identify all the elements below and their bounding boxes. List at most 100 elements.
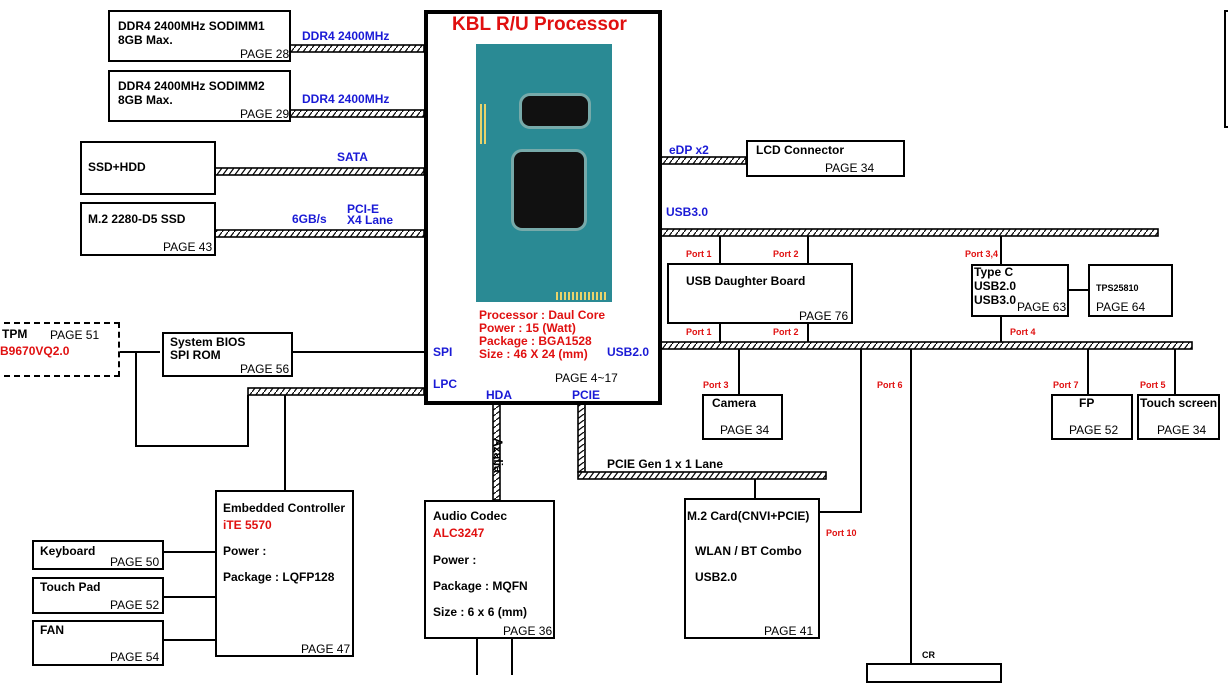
typec-page: PAGE 63 xyxy=(1017,300,1067,314)
processor-spec-type: Processor : Daul Core xyxy=(479,308,606,322)
bus-sata xyxy=(214,167,425,176)
fan-block[interactable] xyxy=(32,620,164,666)
bus-usb3 xyxy=(660,228,1159,237)
wire-m2-usb xyxy=(820,349,862,513)
bios-page: PAGE 56 xyxy=(240,362,290,376)
keyboard-block[interactable] xyxy=(32,540,164,570)
m2-card-title: M.2 Card(CNVI+PCIE) xyxy=(687,509,810,523)
bus-label-sata: SATA xyxy=(337,150,368,164)
port-label-usb2-4: Port 4 xyxy=(1010,327,1036,337)
bios-block[interactable] xyxy=(162,332,293,377)
touchpad-block[interactable] xyxy=(32,577,164,614)
tps-block[interactable] xyxy=(1088,264,1173,317)
audio-codec-part: ALC3247 xyxy=(433,526,485,540)
port-label-usb2-2: Port 2 xyxy=(773,327,799,337)
usb-daughter-board-page: PAGE 76 xyxy=(799,309,849,323)
fp-block[interactable] xyxy=(1051,394,1133,440)
tpm-part: B9670VQ2.0 xyxy=(0,344,70,358)
fp-label: FP xyxy=(1079,396,1095,410)
sodimm2-label: DDR4 2400MHz SODIMM2 xyxy=(118,79,265,93)
camera-block[interactable] xyxy=(702,394,783,440)
bus-usb2 xyxy=(660,341,1193,350)
port-label-7: Port 7 xyxy=(1053,380,1079,390)
sodimm2-page: PAGE 29 xyxy=(240,107,290,121)
pin-edp-label: eDP x2 xyxy=(669,143,709,157)
m2-ssd-page: PAGE 43 xyxy=(163,240,213,254)
processor-spec-power: Power : 15 (Watt) xyxy=(479,321,576,335)
bus-pcie-horiz xyxy=(577,471,827,480)
ssd-hdd-block[interactable] xyxy=(80,141,216,195)
sodimm1-block[interactable] xyxy=(108,10,291,62)
ec-page: PAGE 47 xyxy=(301,642,351,656)
audio-codec-package: Package : MQFN xyxy=(433,579,528,593)
ec-power: Power : xyxy=(223,544,267,558)
audio-codec-size: Size : 6 x 6 (mm) xyxy=(433,605,528,619)
audio-codec-block[interactable] xyxy=(424,500,555,639)
touchpad-label: Touch Pad xyxy=(40,580,101,594)
sodimm1-capacity: 8GB Max. xyxy=(118,33,173,47)
ec-title: Embedded Controller xyxy=(223,501,346,515)
typec-block[interactable] xyxy=(971,264,1069,317)
audio-codec-title: Audio Codec xyxy=(433,509,507,523)
touchscreen-block[interactable] xyxy=(1137,394,1220,440)
processor-spec-size: Size : 46 X 24 (mm) xyxy=(479,347,588,361)
tps-label: TPS25810 xyxy=(1096,283,1139,293)
ec-part: iTE 5570 xyxy=(223,518,272,532)
bus-label-ddr4-2: DDR4 2400MHz xyxy=(302,92,390,106)
lcd-block[interactable] xyxy=(746,140,905,177)
port-label-6: Port 6 xyxy=(877,380,903,390)
typec-usb2: USB2.0 xyxy=(974,279,1017,293)
typec-label: Type C xyxy=(974,265,1014,279)
pin-spi-label: SPI xyxy=(433,345,453,359)
fp-page: PAGE 52 xyxy=(1069,423,1119,437)
touchscreen-label: Touch screen xyxy=(1140,396,1218,410)
usb-daughter-board-label: USB Daughter Board xyxy=(686,274,806,288)
m2-card-page: PAGE 41 xyxy=(764,624,814,638)
pin-lpc-label: LPC xyxy=(433,377,457,391)
port-label-usb2-1: Port 1 xyxy=(686,327,712,337)
pin-usb3-label: USB3.0 xyxy=(666,205,709,219)
pin-pcie-label: PCIE xyxy=(572,388,601,402)
camera-page: PAGE 34 xyxy=(720,423,770,437)
bus-pcie-vert xyxy=(577,403,586,473)
lcd-page: PAGE 34 xyxy=(825,161,875,175)
sodimm2-block[interactable] xyxy=(108,70,291,122)
fan-label: FAN xyxy=(40,623,64,637)
fan-page: PAGE 54 xyxy=(110,650,160,664)
usb-daughter-board-block[interactable] xyxy=(667,263,853,324)
ssd-hdd-label: SSD+HDD xyxy=(88,160,146,174)
offscreen-block xyxy=(1224,10,1228,128)
tpm-page: PAGE 51 xyxy=(50,328,100,342)
ec-block[interactable] xyxy=(215,490,354,657)
bus-label-pcie-lanes: X4 Lane xyxy=(347,213,394,227)
cr-block[interactable] xyxy=(866,663,1002,683)
cr-label: CR xyxy=(922,650,935,660)
processor-chip-image xyxy=(476,44,612,302)
processor-title: KBL R/U Processor xyxy=(452,14,627,35)
bios-label: System BIOS xyxy=(170,335,246,349)
tpm-block[interactable] xyxy=(0,322,120,377)
m2-card-block[interactable] xyxy=(684,498,820,639)
sodimm1-page: PAGE 28 xyxy=(240,47,290,61)
pin-usb2-label: USB2.0 xyxy=(607,345,650,359)
touchscreen-page: PAGE 34 xyxy=(1157,423,1207,437)
bus-label-ddr4-1: DDR4 2400MHz xyxy=(302,29,390,43)
port-label-3: Port 3 xyxy=(703,380,729,390)
wire-ec-lpc xyxy=(135,352,249,447)
m2-ssd-block[interactable] xyxy=(80,202,216,256)
typec-usb3: USB3.0 xyxy=(974,293,1017,307)
bus-label-pcie-gen: PCIE Gen 1 x 1 Lane xyxy=(607,457,724,471)
bus-label-pcie-speed: 6GB/s xyxy=(292,212,327,226)
tpm-label: TPM xyxy=(2,327,28,341)
m2-card-wlan: WLAN / BT Combo xyxy=(695,544,802,558)
m2-ssd-label: M.2 2280-D5 SSD xyxy=(88,212,186,226)
port-label-usb3-1: Port 1 xyxy=(686,249,712,259)
sodimm2-capacity: 8GB Max. xyxy=(118,93,173,107)
ec-package: Package : LQFP128 xyxy=(223,570,335,584)
port-label-10: Port 10 xyxy=(826,528,857,538)
lcd-label: LCD Connector xyxy=(756,143,844,157)
keyboard-page: PAGE 50 xyxy=(110,555,160,569)
m2-card-usb: USB2.0 xyxy=(695,570,738,584)
port-label-usb3-2: Port 2 xyxy=(773,249,799,259)
bus-label-azalia: Azalia xyxy=(491,438,505,473)
